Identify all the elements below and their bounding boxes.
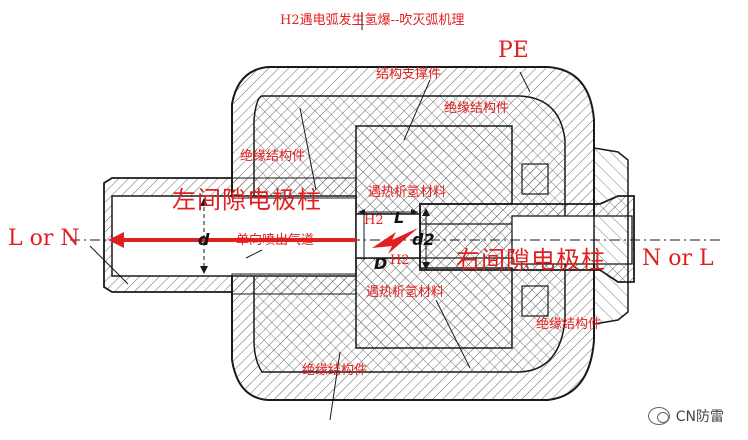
left-bore [111,195,357,277]
diagram-title: H2遇电弧发生氢爆--吹灭弧机理 [280,13,465,28]
dim-d2-label: d2 [412,230,435,249]
dim-L-label: L [394,208,405,227]
dim-d-label: d [198,230,210,249]
one-way-channel-label: 单向喷出气道 [236,233,315,248]
right-tab-bottom [521,285,549,317]
right-terminal-label: N or L [642,246,714,271]
wechat-icon [647,407,670,425]
pe-label: PE [498,38,529,63]
gap-chamber [355,213,421,259]
flow-arrow-head [108,232,124,248]
h2-top-label: H2 [364,213,384,228]
right-tab-top [521,163,549,195]
h2-bottom-label: H2 [390,253,410,268]
lightning-icon [372,228,418,254]
right-flange [593,147,629,325]
hydrogen-block-top [355,125,513,215]
dim-D-label: D [374,254,388,273]
insulation-left-label: 绝缘结构件 [240,149,306,164]
structure-support-label: 结构支撑件 [376,67,442,82]
insulation-bottom-right-label: 绝缘结构件 [536,317,602,332]
insulation-bottom-label: 绝缘结构件 [302,363,368,378]
hydrogen-material-bottom-label: 遇热析氢材料 [366,285,445,300]
watermark: CN防雷 [647,406,724,426]
left-terminal-label: L or N [8,226,80,251]
hydrogen-material-top-label: 遇热析氢材料 [368,185,447,200]
insulation-top-right-label: 绝缘结构件 [444,101,510,116]
left-block-bottom [231,273,357,295]
leader-lines [89,12,531,421]
left-gap-pillar-label: 左间隙电极柱 [172,186,322,214]
right-gap-pillar-label: 右间隙电极柱 [456,246,606,274]
watermark-text: CN防雷 [675,409,724,425]
